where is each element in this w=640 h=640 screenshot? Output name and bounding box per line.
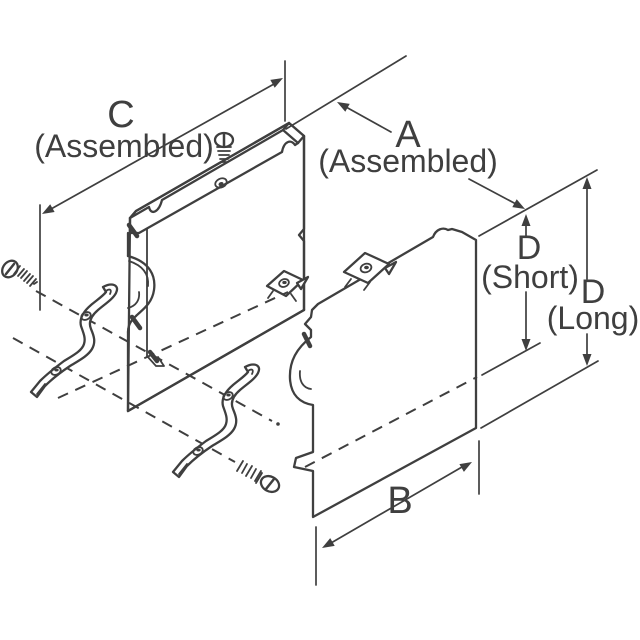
dim-a-qualifier: (Assembled)	[318, 143, 498, 179]
dim-d-long-qualifier: (Long)	[547, 300, 640, 336]
spring-clip-beak-curl	[105, 288, 112, 295]
rear-panel-flange-ridge	[128, 128, 285, 220]
front-panel-shading-mark	[301, 331, 313, 349]
dim-d-long-ext-bottom	[480, 360, 599, 429]
dim-d-long-arrow-top	[582, 177, 592, 189]
spring-clip-2	[171, 363, 261, 479]
front-panel-hook-curl	[298, 370, 312, 390]
dim-a: A (Assembled)	[285, 55, 598, 237]
dim-a-ext-right	[478, 169, 598, 237]
dim-c-line	[50, 83, 275, 210]
dim-d-long: D (Long)	[480, 177, 640, 429]
dim-d-short-arrow-bottom	[521, 339, 531, 351]
dim-d-short-label: D	[517, 229, 542, 267]
rear-panel-right-edge	[297, 134, 306, 312]
dim-b: B	[315, 440, 480, 586]
rear-panel-screw-hole-center	[218, 181, 224, 187]
dim-c-label: C	[107, 94, 134, 136]
screw-left-slot	[4, 262, 16, 276]
spring-clip-1	[29, 283, 119, 399]
assembly-axis-line-1	[35, 290, 273, 422]
rear-panel-hook-echo	[128, 260, 149, 287]
dim-d-long-arrow-bottom	[582, 354, 592, 366]
dim-a-arrow-left	[337, 102, 350, 112]
dim-d-short-qualifier: (Short)	[481, 259, 579, 295]
screw-left	[1, 259, 38, 287]
spring-clip-hole-lower	[50, 366, 62, 376]
rear-panel	[126, 121, 310, 413]
rear-panel-screw-hole	[214, 177, 228, 189]
dim-b-arrow-right	[459, 462, 472, 472]
assembly-axes	[12, 290, 289, 463]
dim-c-arrow-left	[42, 204, 55, 214]
front-panel-tab-hole	[359, 262, 373, 274]
rear-panel-tab-flag	[295, 275, 310, 291]
dim-a-line	[345, 106, 517, 205]
rear-panel-bottom-edge	[126, 308, 306, 413]
rear-panel-tab-feet	[267, 290, 297, 302]
screw-top-threads	[216, 146, 232, 163]
dim-c-qualifier: (Assembled)	[34, 128, 214, 164]
short-length-dashed-line	[304, 376, 478, 468]
dim-c-arrow-right	[270, 78, 283, 88]
assembly-axis-line-3	[57, 291, 289, 399]
front-panel-face	[288, 227, 478, 519]
rear-panel-mounting-tab	[265, 269, 310, 302]
dim-b-line	[330, 466, 463, 544]
front-panel	[288, 227, 478, 519]
spring-clip-body	[29, 283, 119, 399]
dim-d-short-ext-bottom	[481, 342, 541, 376]
dim-a-arrow-right	[512, 199, 525, 209]
screw-bottom-slot	[264, 477, 276, 491]
rear-panel-hook-curl	[127, 291, 141, 309]
front-panel-tab-feet	[344, 278, 371, 291]
dim-c: C (Assembled)	[34, 60, 286, 311]
dim-d-short-arrow-top	[521, 214, 531, 226]
screw-left-threads	[13, 265, 38, 287]
spring-clip-foot-fold	[36, 383, 46, 395]
dim-d-long-label: D	[581, 273, 606, 311]
screw-bottom	[236, 460, 281, 494]
front-panel-mounting-tab	[342, 251, 398, 291]
front-panel-tab-flag	[383, 260, 398, 276]
screw-bottom-threads	[236, 460, 263, 484]
assembly-axis-line-2	[12, 337, 236, 463]
dim-a-ext-left	[285, 55, 407, 130]
assembly-axis-line-1-dot	[276, 422, 280, 426]
dim-d-short: D (Short)	[481, 214, 579, 376]
dim-a-label: A	[395, 114, 421, 156]
screw-top	[213, 131, 235, 163]
spring-clip-hole-upper	[80, 311, 92, 321]
dim-b-arrow-left	[322, 538, 335, 548]
rear-panel-tab-hole	[278, 278, 290, 288]
dim-b-label: B	[387, 480, 412, 522]
